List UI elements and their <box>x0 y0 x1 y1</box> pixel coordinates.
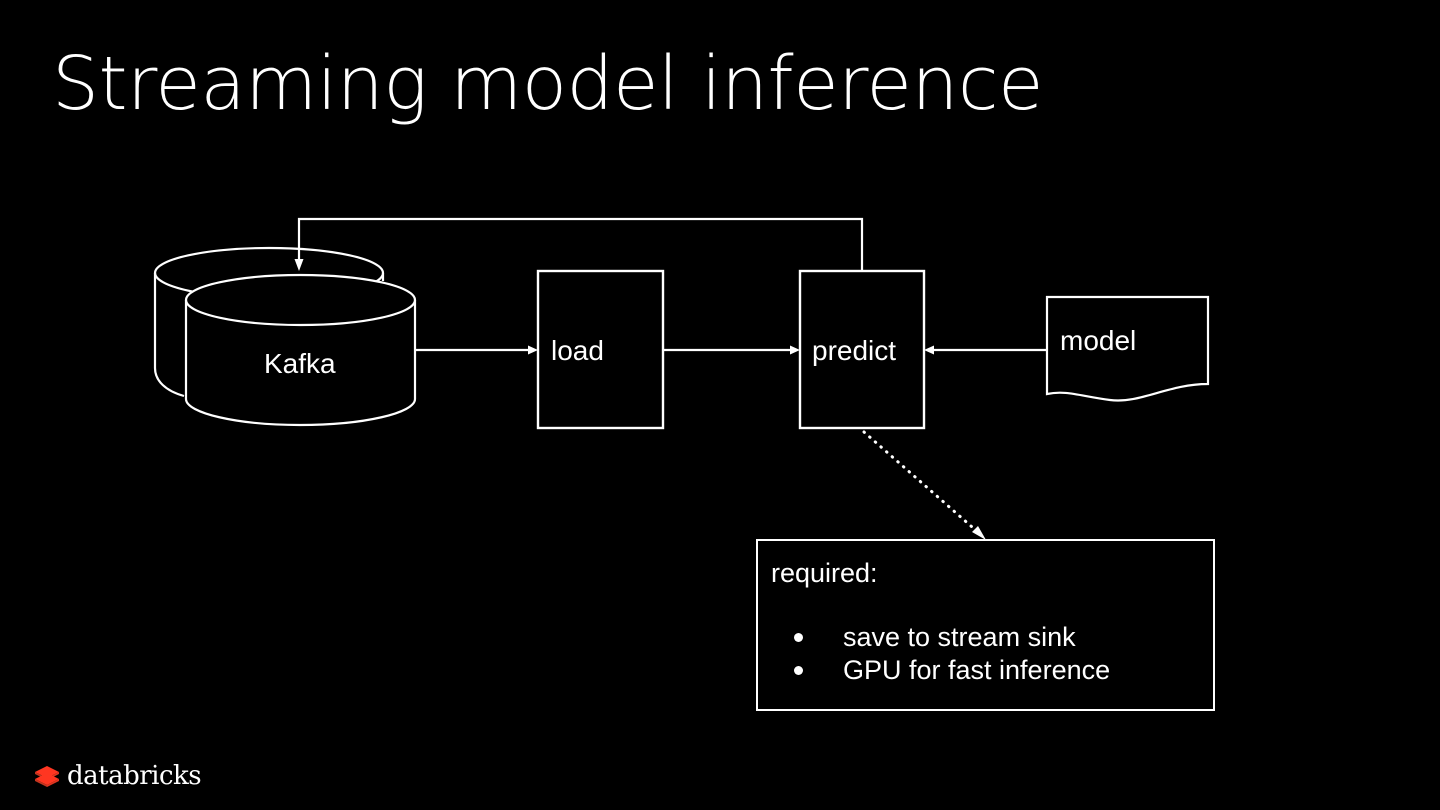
list-item-label: save to stream sink <box>843 622 1076 652</box>
list-item-label: GPU for fast inference <box>843 655 1111 685</box>
edge-kafka-to-load <box>415 345 538 355</box>
list-item: save to stream sink <box>758 621 1213 654</box>
bullet-icon <box>794 666 803 675</box>
kafka-node-label: Kafka <box>264 348 336 379</box>
databricks-logo: databricks <box>33 761 202 791</box>
list-item: GPU for fast inference <box>758 654 1213 687</box>
edge-predict-to-kafka-feedback <box>294 217 864 271</box>
model-node-label: model <box>1060 325 1137 356</box>
edge-model-to-predict <box>924 345 1047 355</box>
predict-node-label: predict <box>812 335 897 366</box>
edge-predict-to-callout-dotted <box>862 430 986 540</box>
databricks-wordmark: databricks <box>67 761 202 791</box>
edge-load-to-predict <box>663 345 800 355</box>
page-title: Streaming model inference <box>52 41 1044 127</box>
load-node-label: load <box>551 335 604 366</box>
bullet-icon <box>794 633 803 642</box>
databricks-stacked-layers-icon <box>35 766 59 787</box>
callout-list: save to stream sink GPU for fast inferen… <box>758 621 1213 687</box>
callout-heading: required: <box>771 558 878 588</box>
requirements-callout: required: save to stream sink GPU for fa… <box>756 539 1215 711</box>
